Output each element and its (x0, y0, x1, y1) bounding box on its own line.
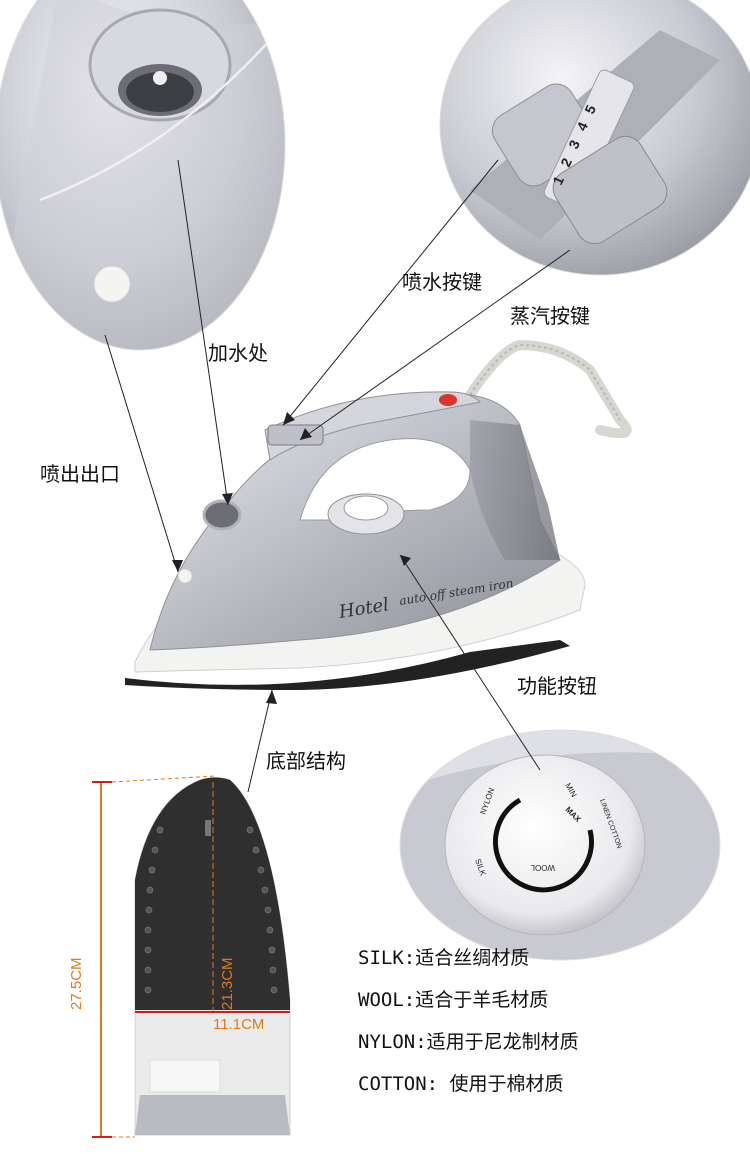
fabric-guide-silk: SILK:适合丝绸材质 (358, 947, 530, 969)
dimension-length: 27.5CM (68, 957, 85, 1010)
detail-buttons (439, 0, 750, 276)
callout-arrowheads (172, 412, 411, 704)
callout-steam-button: 蒸汽按键 (510, 304, 590, 328)
dimension-width: 11.1CM (213, 1016, 265, 1033)
fabric-guide-cotton: COTTON: 使用于棉材质 (358, 1073, 564, 1095)
steam-iron: Hotel auto off steam iron (125, 339, 632, 690)
detail-water-inlet (0, 0, 286, 351)
callout-function-knob: 功能按钮 (517, 674, 597, 698)
callout-soleplate: 底部结构 (266, 749, 346, 773)
callout-spray-button: 喷水按键 (402, 270, 482, 294)
detail-function-knob (399, 729, 721, 961)
knob-label-wool: WOOL (530, 863, 555, 872)
dimension-lines (92, 775, 290, 1138)
dimension-inner-length: 21.3CM (219, 957, 236, 1010)
callout-spray-nozzle: 喷出出口 (40, 462, 120, 486)
callout-water-inlet: 加水处 (208, 341, 268, 365)
fabric-guide-nylon: NYLON:适用于尼龙制材质 (358, 1031, 579, 1053)
callout-lines (104, 159, 571, 793)
fabric-guide-wool: WOOL:适合于羊毛材质 (358, 989, 549, 1011)
